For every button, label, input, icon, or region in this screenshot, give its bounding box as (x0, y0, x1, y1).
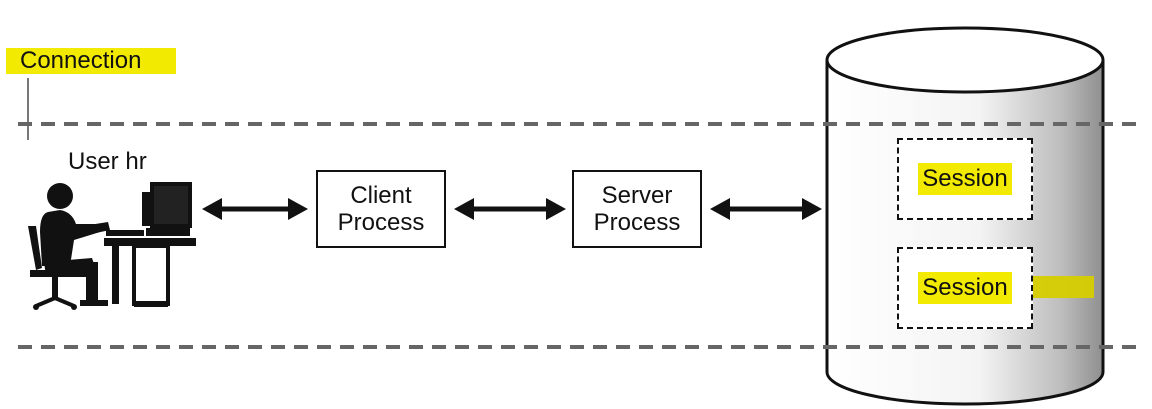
session-label-1: Session (918, 163, 1012, 195)
server-process-line1: Server (601, 182, 673, 209)
client-process-box: Client Process (316, 170, 446, 248)
session-box-1: Session (897, 138, 1033, 220)
arrow-user-client (202, 198, 308, 220)
connection-label: Connection (6, 48, 176, 74)
server-process-box: Server Process (572, 170, 702, 248)
client-process-line1: Client (350, 182, 412, 209)
arrow-client-server (454, 198, 566, 220)
session-label-2: Session (918, 272, 1012, 304)
highlight-streak (1030, 276, 1094, 298)
arrow-server-database (710, 198, 822, 220)
user-at-computer-icon (28, 182, 196, 310)
server-process-line2: Process (593, 209, 681, 236)
user-label: User hr (68, 148, 147, 175)
session-box-2: Session (897, 247, 1033, 329)
client-process-line2: Process (337, 209, 425, 236)
